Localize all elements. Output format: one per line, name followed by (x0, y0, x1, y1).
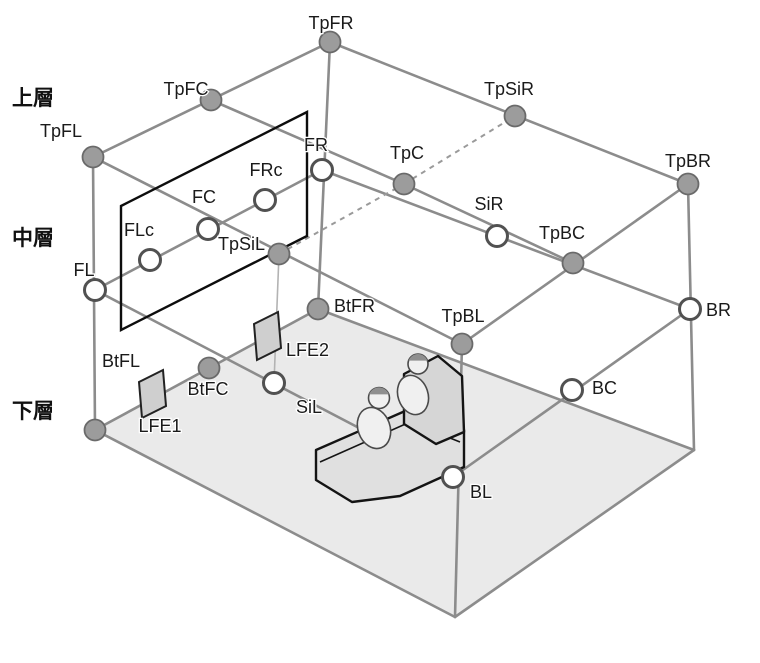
label-BC: BC (592, 378, 617, 398)
person-front-hair (369, 387, 389, 395)
speaker-node-TpC (392, 172, 416, 196)
speaker-node-BtFL (83, 418, 107, 442)
speaker-node-BtFR (306, 297, 330, 321)
person-back-hair (408, 354, 428, 361)
label-TpFL: TpFL (40, 121, 82, 141)
frame-edge-dashed (403, 115, 516, 185)
label-TpSiR: TpSiR (484, 79, 534, 99)
label-TpBC: TpBC (539, 223, 585, 243)
speaker-node-TpFL (81, 145, 105, 169)
person-back (396, 353, 430, 416)
label-middle-layer: 中層 (12, 227, 54, 250)
label-LFE1: LFE1 (138, 416, 181, 436)
label-SiL: SiL (296, 397, 322, 417)
speaker-node-FRc (253, 188, 277, 212)
frame-edge (453, 448, 696, 619)
label-FLc: FLc (124, 220, 154, 240)
lfe-box-LFE2 (252, 310, 283, 362)
speaker-node-FL (83, 278, 107, 302)
label-FL: FL (73, 260, 94, 280)
speaker-node-BR (678, 297, 702, 321)
label-TpBR: TpBR (665, 151, 711, 171)
label-FC: FC (192, 187, 216, 207)
frame-edge (402, 182, 575, 265)
label-FRc: FRc (250, 160, 283, 180)
speaker-node-TpSiL (267, 242, 291, 266)
speaker-node-TpBL (450, 332, 474, 356)
speaker-node-FC (196, 217, 220, 241)
person-back-body (396, 374, 430, 416)
speaker-node-TpSiR (503, 104, 527, 128)
speaker-node-SiR (485, 224, 509, 248)
speaker-node-FLc (138, 248, 162, 272)
speaker-node-BtFC (197, 356, 221, 380)
label-BtFR: BtFR (334, 296, 375, 316)
label-BR: BR (706, 300, 731, 320)
speaker-node-TpFC (199, 88, 223, 112)
speaker-node-FR (310, 158, 334, 182)
speaker-node-BL (441, 465, 465, 489)
label-BtFC: BtFC (187, 379, 228, 399)
frame-edge (316, 307, 696, 452)
speaker-node-SiL (262, 371, 286, 395)
label-TpFC: TpFC (164, 79, 209, 99)
frame-edge-dashed (278, 183, 405, 255)
label-LFE2: LFE2 (286, 340, 329, 360)
label-lower-layer: 下層 (12, 400, 54, 423)
speaker-node-TpBC (561, 251, 585, 275)
label-TpBL: TpBL (441, 306, 484, 326)
label-upper-layer: 上層 (12, 87, 54, 110)
person-front (356, 386, 392, 450)
label-BL: BL (470, 482, 492, 502)
screen (119, 110, 309, 332)
label-TpFR: TpFR (309, 13, 354, 33)
lfe-box-LFE1 (137, 368, 168, 420)
label-BtFL: BtFL (102, 351, 140, 371)
speaker-node-TpFR (318, 30, 342, 54)
frame-edge (93, 428, 457, 619)
person-front-body (356, 406, 392, 450)
speaker-node-TpBR (676, 172, 700, 196)
label-SiR: SiR (474, 194, 503, 214)
label-TpSiL: TpSiL (218, 234, 265, 254)
speaker-node-BC (560, 378, 584, 402)
label-TpC: TpC (390, 143, 424, 163)
label-FR: FR (304, 135, 328, 155)
